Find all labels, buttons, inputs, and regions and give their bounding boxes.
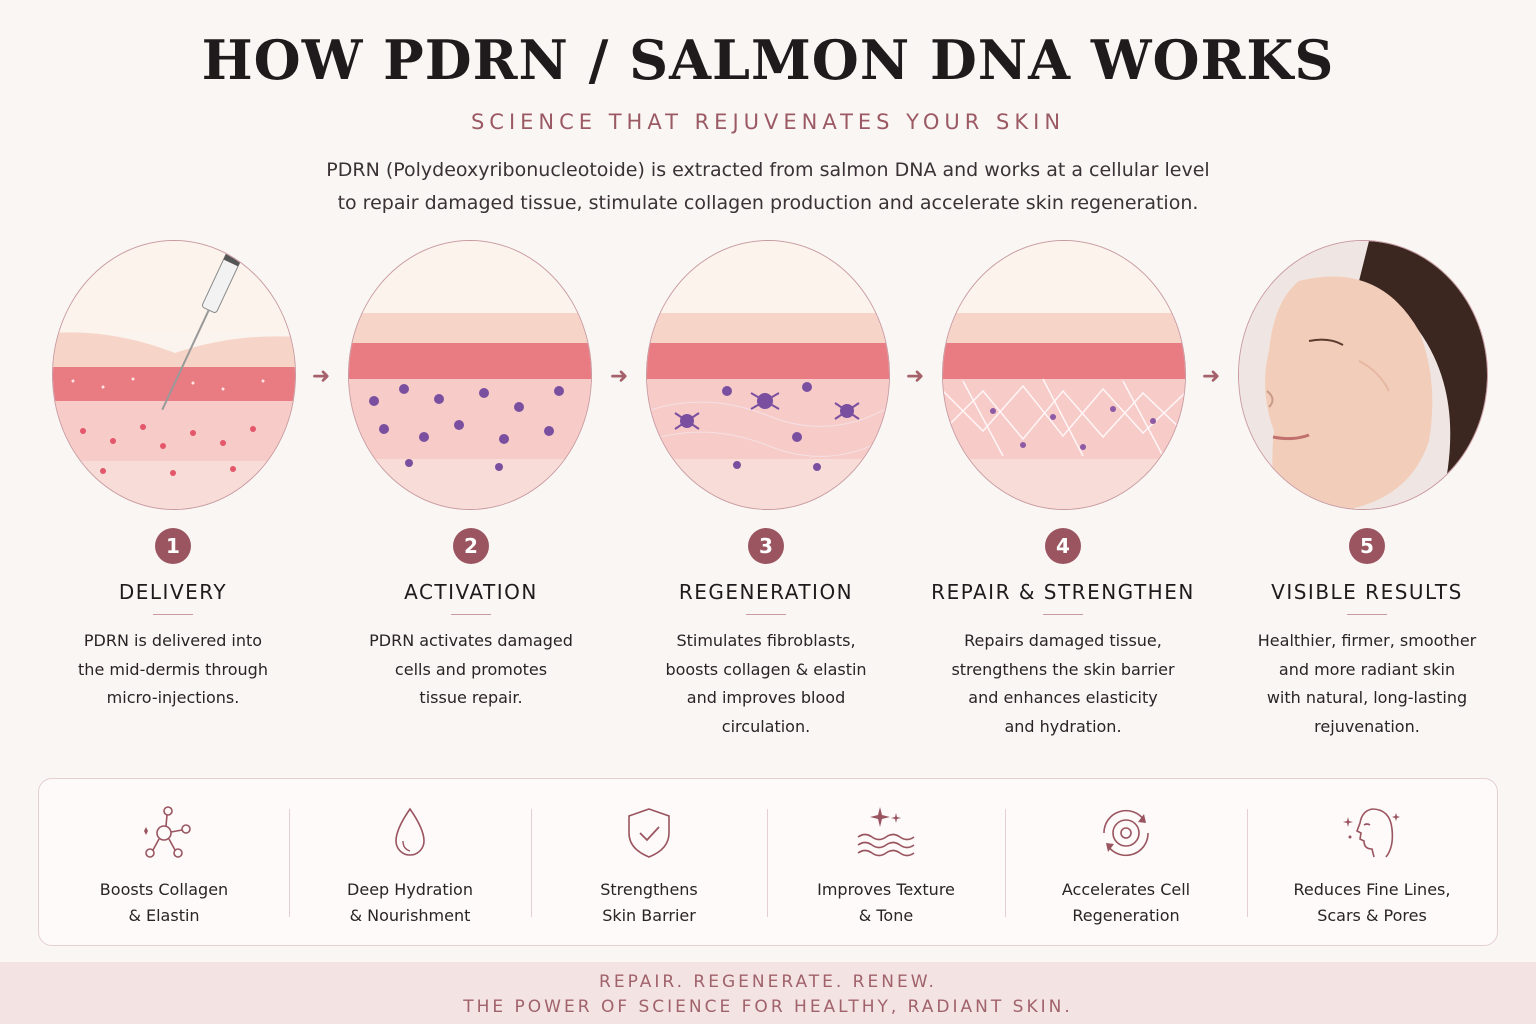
arrow-right-icon: ➜ [311,364,331,389]
step-description-line: rejuvenation. [1314,716,1420,736]
benefit-label-line: Reduces Fine Lines, [1293,880,1451,899]
page-subtitle: SCIENCE THAT REJUVENATES YOUR SKIN [470,110,1066,134]
repair-illustration [942,240,1186,510]
benefit-label-line: Regeneration [1072,906,1180,925]
step-description-line: micro-injections. [106,688,240,707]
step-description: PDRN activates damaged cells and promote… [326,627,616,713]
shield-check-icon [628,808,670,858]
arrow-right-icon: ➜ [1201,364,1221,389]
step-description-line: tissue repair. [419,688,523,707]
benefit-label-line: Strengthens [600,880,698,899]
benefit-separator [1005,809,1006,917]
step-number-badge: 2 [453,528,489,564]
benefits-panel: Boosts Collagen & Elastin Deep Hydration… [38,778,1498,946]
benefit-barrier: Strengthens Skin Barrier [531,779,767,947]
step-1: 1 DELIVERY PDRN is delivered into the mi… [28,528,318,713]
benefit-fine-lines: Reduces Fine Lines, Scars & Pores [1247,779,1497,947]
activation-illustration [348,240,592,510]
benefit-label: Reduces Fine Lines, Scars & Pores [1247,877,1497,929]
step-title: ACTIVATION [404,580,538,604]
arrow-right-icon: ➜ [609,364,629,389]
benefit-separator [531,809,532,917]
results-face-illustration [1238,240,1488,510]
step-description-line: and hydration. [1004,716,1122,736]
step-description-line: PDRN is delivered into [83,631,263,650]
step-3: 3 REGENERATION Stimulates fibroblasts, b… [621,528,911,741]
benefit-label-line: Boosts Collagen [99,880,229,899]
benefit-label-line: & Elastin [128,906,200,925]
step-2: 2 ACTIVATION PDRN activates damaged cell… [326,528,616,713]
benefit-label: Improves Texture & Tone [767,877,1005,929]
step-description-line: cells and promotes [394,659,548,679]
step-description: Stimulates fibroblasts, boosts collagen … [621,627,911,741]
face-sparkle-icon [1343,808,1400,858]
step-title: REPAIR & STRENGTHEN [931,580,1195,604]
step-title: REGENERATION [678,580,854,604]
water-drop-icon [395,807,425,856]
benefit-label: Strengthens Skin Barrier [531,877,767,929]
benefit-label: Boosts Collagen & Elastin [39,877,289,929]
benefit-label-line: Improves Texture [817,880,955,899]
step-description-line: the mid-dermis through [78,659,268,679]
step-description: Repairs damaged tissue, strengthens the … [918,627,1208,741]
step-5: 5 VISIBLE RESULTS Healthier, firmer, smo… [1222,528,1512,741]
step-description: Healthier, firmer, smoother and more rad… [1222,627,1512,741]
footer-banner: REPAIR. REGENERATE. RENEW. THE POWER OF … [0,962,1536,1024]
step-description-line: boosts collagen & elastin [665,659,867,679]
footer-slogan: THE POWER OF SCIENCE FOR HEALTHY, RADIAN… [463,997,1073,1017]
step-description-line: Repairs damaged tissue, [964,631,1162,650]
step-number-badge: 5 [1349,528,1385,564]
benefit-separator [289,809,290,917]
benefit-texture: Improves Texture & Tone [767,779,1005,947]
intro-line: to repair damaged tissue, stimulate coll… [337,192,1199,214]
benefit-label-line: Scars & Pores [1317,906,1427,925]
step-description-line: and more radiant skin [1278,659,1456,679]
step-description: PDRN is delivered into the mid-dermis th… [28,627,318,713]
benefit-separator [1247,809,1248,917]
sparkle-waves-icon [857,807,915,857]
intro-line: PDRN (Polydeoxyribonucleotoide) is extra… [326,159,1210,181]
step-description-line: with natural, long-lasting [1266,688,1468,707]
step-title: VISIBLE RESULTS [1271,580,1463,604]
benefit-label-line: Accelerates Cell [1061,880,1191,899]
regeneration-illustration [646,240,890,510]
step-description-line: Healthier, firmer, smoother [1257,631,1477,650]
step-description-line: strengthens the skin barrier [951,659,1175,679]
step-divider [1347,614,1387,615]
benefit-label: Deep Hydration & Nourishment [289,877,531,929]
page-title: HOW PDRN / SALMON DNA WORKS [201,28,1335,92]
benefit-hydration: Deep Hydration & Nourishment [289,779,531,947]
intro-text: PDRN (Polydeoxyribonucleotoide) is extra… [218,154,1318,220]
step-description-line: and enhances elasticity [968,688,1158,707]
benefit-label-line: Skin Barrier [602,906,696,925]
step-divider [1043,614,1083,615]
step-description-line: PDRN activates damaged [369,631,573,650]
benefit-collagen: Boosts Collagen & Elastin [39,779,289,947]
step-description-line: Stimulates fibroblasts, [676,631,856,650]
step-4: 4 REPAIR & STRENGTHEN Repairs damaged ti… [918,528,1208,741]
benefit-label-line: Deep Hydration [347,880,473,899]
arrow-right-icon: ➜ [905,364,925,389]
step-number-badge: 3 [748,528,784,564]
step-divider [451,614,491,615]
footer-tagline: REPAIR. REGENERATE. RENEW. [599,972,937,992]
step-description-line: and improves blood [686,688,846,707]
cell-cycle-icon [1103,809,1149,857]
benefit-label: Accelerates Cell Regeneration [1005,877,1247,929]
delivery-illustration [52,240,296,510]
step-number-badge: 4 [1045,528,1081,564]
step-description-line: circulation. [721,716,811,736]
step-divider [746,614,786,615]
benefit-label-line: & Nourishment [349,906,471,925]
molecule-icon [144,806,191,858]
benefit-label-line: & Tone [858,906,914,925]
step-number-badge: 1 [155,528,191,564]
benefit-separator [767,809,768,917]
benefit-regeneration: Accelerates Cell Regeneration [1005,779,1247,947]
step-title: DELIVERY [118,580,228,604]
step-divider [153,614,193,615]
